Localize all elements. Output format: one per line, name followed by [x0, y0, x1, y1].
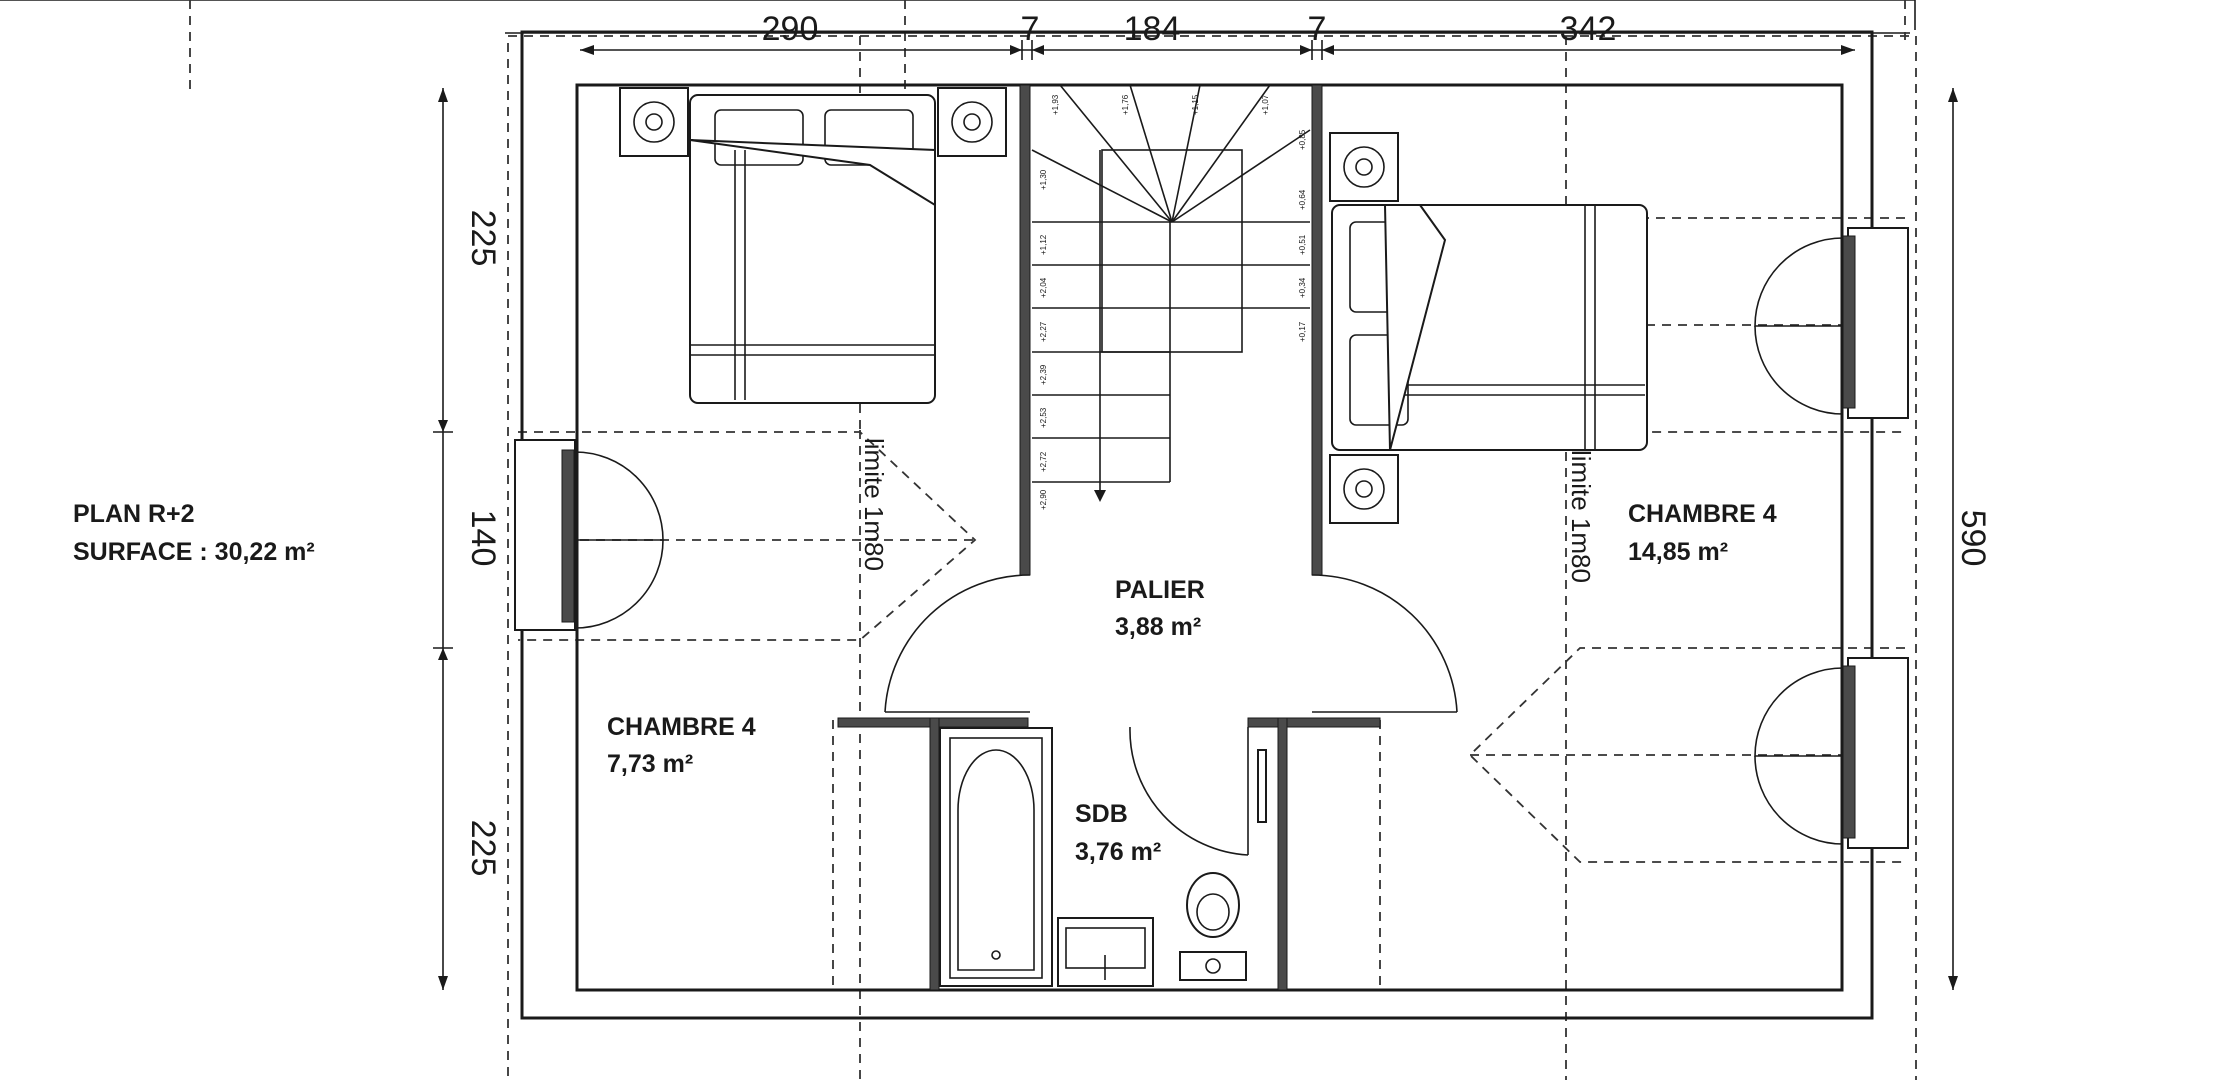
dimension-left: 225 140 225	[433, 88, 502, 990]
step-top-4: +1,07	[1261, 94, 1270, 115]
step-right-5: +0,17	[1298, 321, 1307, 342]
palier-doors	[884, 574, 1458, 713]
step-left-6: +2,53	[1039, 407, 1048, 428]
step-left-3: +2,04	[1039, 277, 1048, 298]
room-name-chambre-right: CHAMBRE 4	[1628, 500, 1777, 528]
dim-left-225a: 225	[464, 210, 502, 267]
room-name-chambre-left: CHAMBRE 4	[607, 713, 756, 741]
room-area-palier: 3,88 m²	[1115, 613, 1201, 641]
dimension-right: 590	[1948, 88, 1992, 990]
step-left-8: +2,90	[1039, 489, 1048, 510]
sink	[1057, 917, 1154, 987]
plan-title: PLAN R+2	[73, 500, 195, 528]
room-name-palier: PALIER	[1115, 576, 1205, 604]
room-area-sdb: 3,76 m²	[1075, 838, 1161, 866]
dim-top-342: 342	[1560, 10, 1617, 48]
dim-top-290: 290	[762, 10, 819, 48]
step-right-4: +0,34	[1298, 277, 1307, 298]
step-top-2: +1,76	[1121, 94, 1130, 115]
stair-step-labels: +1,93 +1,76 +1,15 +1,07 +1,30 +1,12 +2,0…	[1039, 94, 1307, 510]
room-name-sdb: SDB	[1075, 800, 1128, 828]
step-right-3: +0,51	[1298, 234, 1307, 255]
toilet	[1179, 872, 1247, 981]
window-right-bottom	[1754, 657, 1909, 849]
staircase	[1031, 84, 1311, 502]
step-right-1: +0,85	[1298, 129, 1307, 150]
top-border-lines	[0, 0, 1916, 90]
bed-right	[1329, 132, 1648, 524]
step-left-7: +2,72	[1039, 451, 1048, 472]
dim-top-7a: 7	[1021, 10, 1040, 48]
stair-walls	[1019, 84, 1323, 576]
interior-partitions	[837, 717, 1381, 991]
window-right-top	[1754, 227, 1909, 419]
dim-right-590: 590	[1954, 510, 1992, 567]
bed-left	[619, 87, 1007, 404]
step-top-3: +1,15	[1191, 94, 1200, 115]
plan-surface: SURFACE : 30,22 m²	[73, 538, 315, 566]
dim-top-184: 184	[1124, 10, 1181, 48]
dim-left-140: 140	[464, 510, 502, 567]
window-left	[514, 439, 664, 631]
dimension-top: 290 7 184 7 342	[580, 10, 1855, 60]
limit-label-left: limite 1m80	[859, 438, 889, 571]
bathtub	[939, 727, 1053, 987]
step-left-5: +2,39	[1039, 364, 1048, 385]
room-area-chambre-left: 7,73 m²	[607, 750, 693, 778]
step-left-4: +2,27	[1039, 321, 1048, 342]
room-area-chambre-right: 14,85 m²	[1628, 538, 1728, 566]
limit-label-right: limite 1m80	[1566, 450, 1596, 583]
step-right-2: +0,64	[1298, 189, 1307, 210]
dim-left-225b: 225	[464, 820, 502, 877]
dim-top-7b: 7	[1308, 10, 1327, 48]
step-top-1: +1,93	[1051, 94, 1060, 115]
step-left-1: +1,30	[1039, 169, 1048, 190]
step-left-2: +1,12	[1039, 234, 1048, 255]
